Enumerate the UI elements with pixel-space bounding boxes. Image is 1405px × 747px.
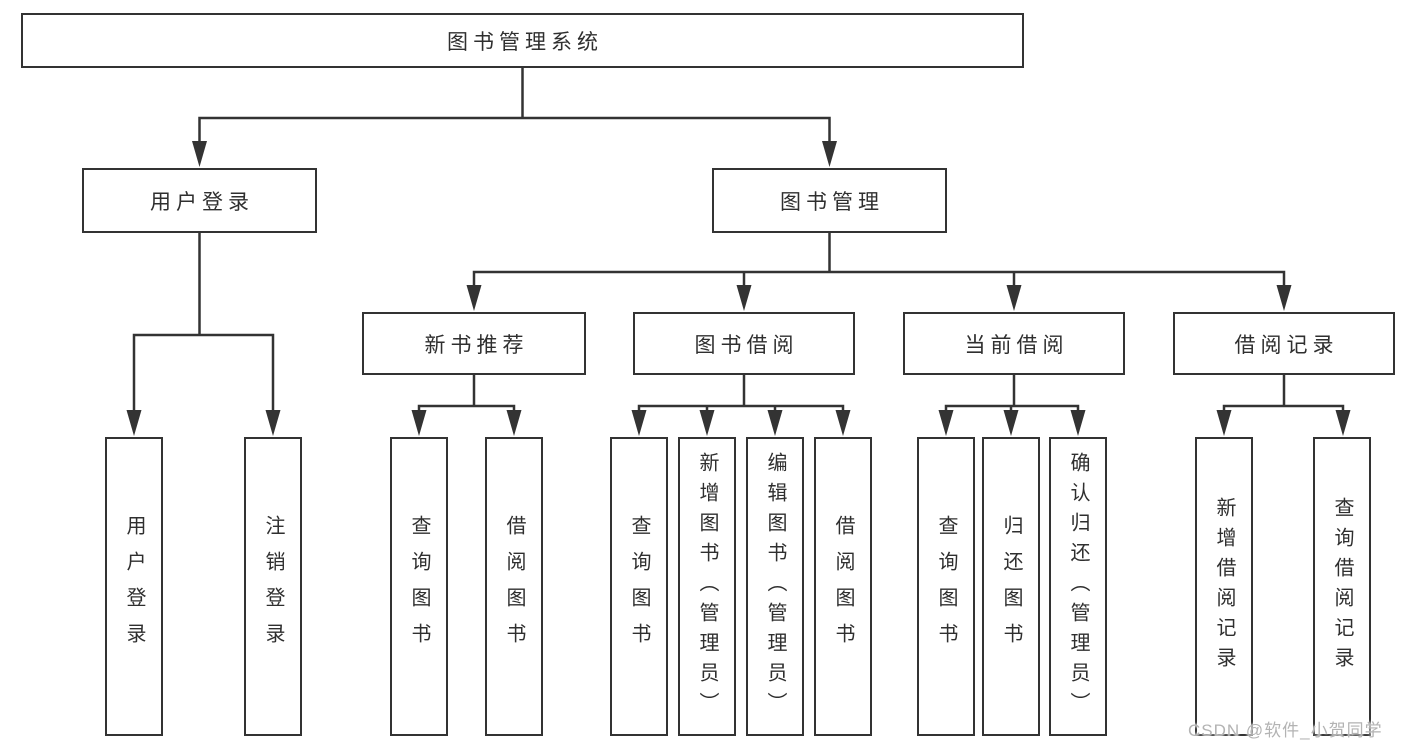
leaf-confirm-return-admin: 确认归还（管理员） [1049,437,1107,736]
leaf-logout-label: 注销登录 [262,514,284,659]
leaf-query-books-recommend: 查询图书 [390,437,448,736]
csdn-watermark: CSDN @软件_小贺同学 [1188,721,1383,740]
leaf-query-books-current-label: 查询图书 [935,514,957,659]
node-borrow-records-label: 借阅记录 [1234,333,1339,357]
leaf-query-borrow-record-label: 查询借阅记录 [1331,496,1353,677]
leaf-logout: 注销登录 [244,437,302,736]
node-book-borrowing: 图书借阅 [633,312,855,375]
node-book-borrowing-label: 图书借阅 [694,333,799,357]
leaf-add-borrow-record: 新增借阅记录 [1195,437,1253,736]
node-book-management: 图书管理 [712,168,947,233]
leaf-query-borrow-record: 查询借阅记录 [1313,437,1371,736]
node-new-book-recommend: 新书推荐 [362,312,586,375]
leaf-query-books-borrowing: 查询图书 [610,437,668,736]
leaf-confirm-return-admin-label: 确认归还（管理员） [1067,451,1089,722]
leaf-add-book-admin: 新增图书（管理员） [678,437,736,736]
leaf-query-books-recommend-label: 查询图书 [408,514,430,659]
leaf-user-login: 用户登录 [105,437,163,736]
node-borrow-records: 借阅记录 [1173,312,1395,375]
leaf-borrow-books-borrowing-label: 借阅图书 [832,514,854,659]
leaf-add-book-admin-label: 新增图书（管理员） [696,451,718,722]
node-user-login-label: 用户登录 [150,190,254,214]
leaf-edit-book-admin: 编辑图书（管理员） [746,437,804,736]
leaf-query-books-borrowing-label: 查询图书 [628,514,650,659]
node-current-borrowing: 当前借阅 [903,312,1125,375]
node-current-borrowing-label: 当前借阅 [964,333,1069,357]
leaf-return-book: 归还图书 [982,437,1040,736]
leaf-user-login-label: 用户登录 [123,514,145,659]
node-book-management-label: 图书管理 [780,190,884,214]
leaf-add-borrow-record-label: 新增借阅记录 [1213,496,1235,677]
leaf-return-book-label: 归还图书 [1000,514,1022,659]
leaf-borrow-books-recommend-label: 借阅图书 [503,514,525,659]
node-root-label: 图书管理系统 [447,30,603,54]
node-user-login: 用户登录 [82,168,317,233]
node-root: 图书管理系统 [21,13,1024,68]
leaf-query-books-current: 查询图书 [917,437,975,736]
leaf-borrow-books-recommend: 借阅图书 [485,437,543,736]
leaf-borrow-books-borrowing: 借阅图书 [814,437,872,736]
node-new-book-recommend-label: 新书推荐 [424,333,529,357]
leaf-edit-book-admin-label: 编辑图书（管理员） [764,451,786,722]
